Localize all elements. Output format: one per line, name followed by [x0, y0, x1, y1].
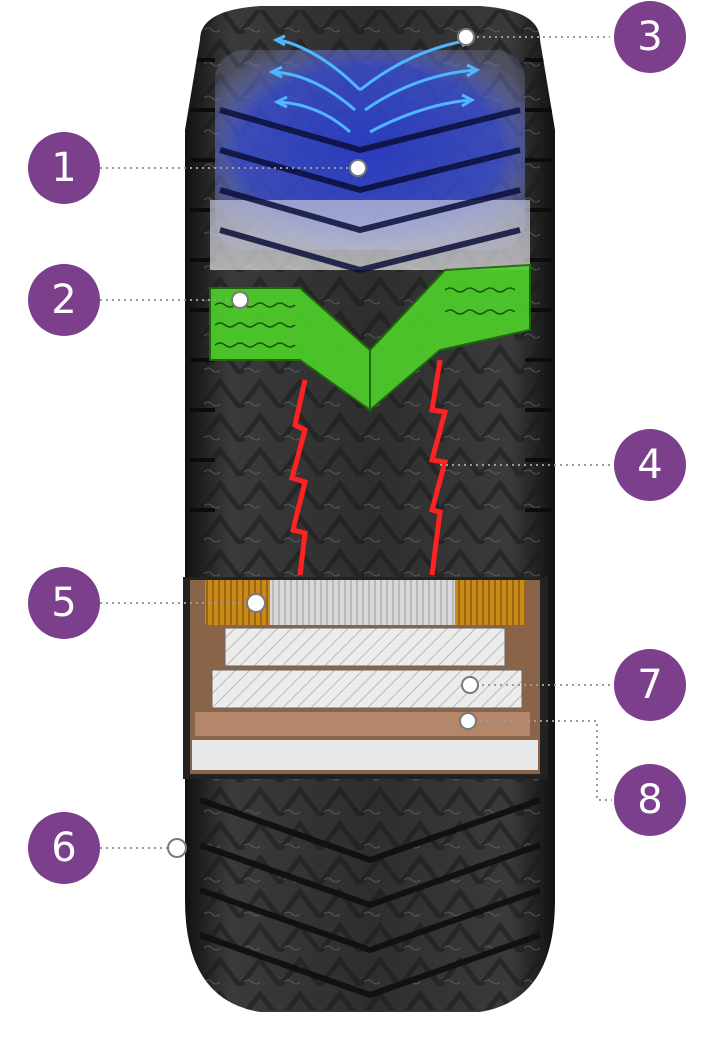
callout-8: 8 [614, 764, 686, 836]
callout-8-number: 8 [637, 777, 662, 823]
callout-5-number: 5 [51, 580, 76, 626]
callout-6-number: 6 [51, 825, 76, 871]
anchor-dots [167, 28, 479, 858]
anchor-dot-3 [457, 28, 475, 46]
anchor-dot-7 [461, 676, 479, 694]
tread-zone-2-green [209, 263, 531, 413]
callout-4: 4 [614, 429, 686, 501]
cross-section [183, 577, 548, 779]
callout-5: 5 [28, 567, 100, 639]
sipes-zone-4-red [288, 359, 449, 576]
callout-7-number: 7 [637, 662, 662, 708]
anchor-dot-5 [246, 593, 266, 613]
anchor-dot-1 [349, 159, 367, 177]
leader-lines [100, 36, 612, 849]
callout-3-number: 3 [637, 14, 662, 60]
anchor-dot-2 [231, 291, 249, 309]
lower-tread [199, 797, 541, 999]
anchor-dot-8 [459, 712, 477, 730]
callout-2: 2 [28, 264, 100, 336]
tread-zone-1-blue [210, 50, 530, 274]
callout-3: 3 [614, 1, 686, 73]
callout-6: 6 [28, 812, 100, 884]
callout-4-number: 4 [637, 442, 662, 488]
callout-1: 1 [28, 132, 100, 204]
tread-zone-3-arrows [268, 33, 481, 134]
callout-2-number: 2 [51, 277, 76, 323]
anchor-dot-6 [167, 838, 187, 858]
callout-7: 7 [614, 649, 686, 721]
callout-1-number: 1 [51, 145, 76, 191]
